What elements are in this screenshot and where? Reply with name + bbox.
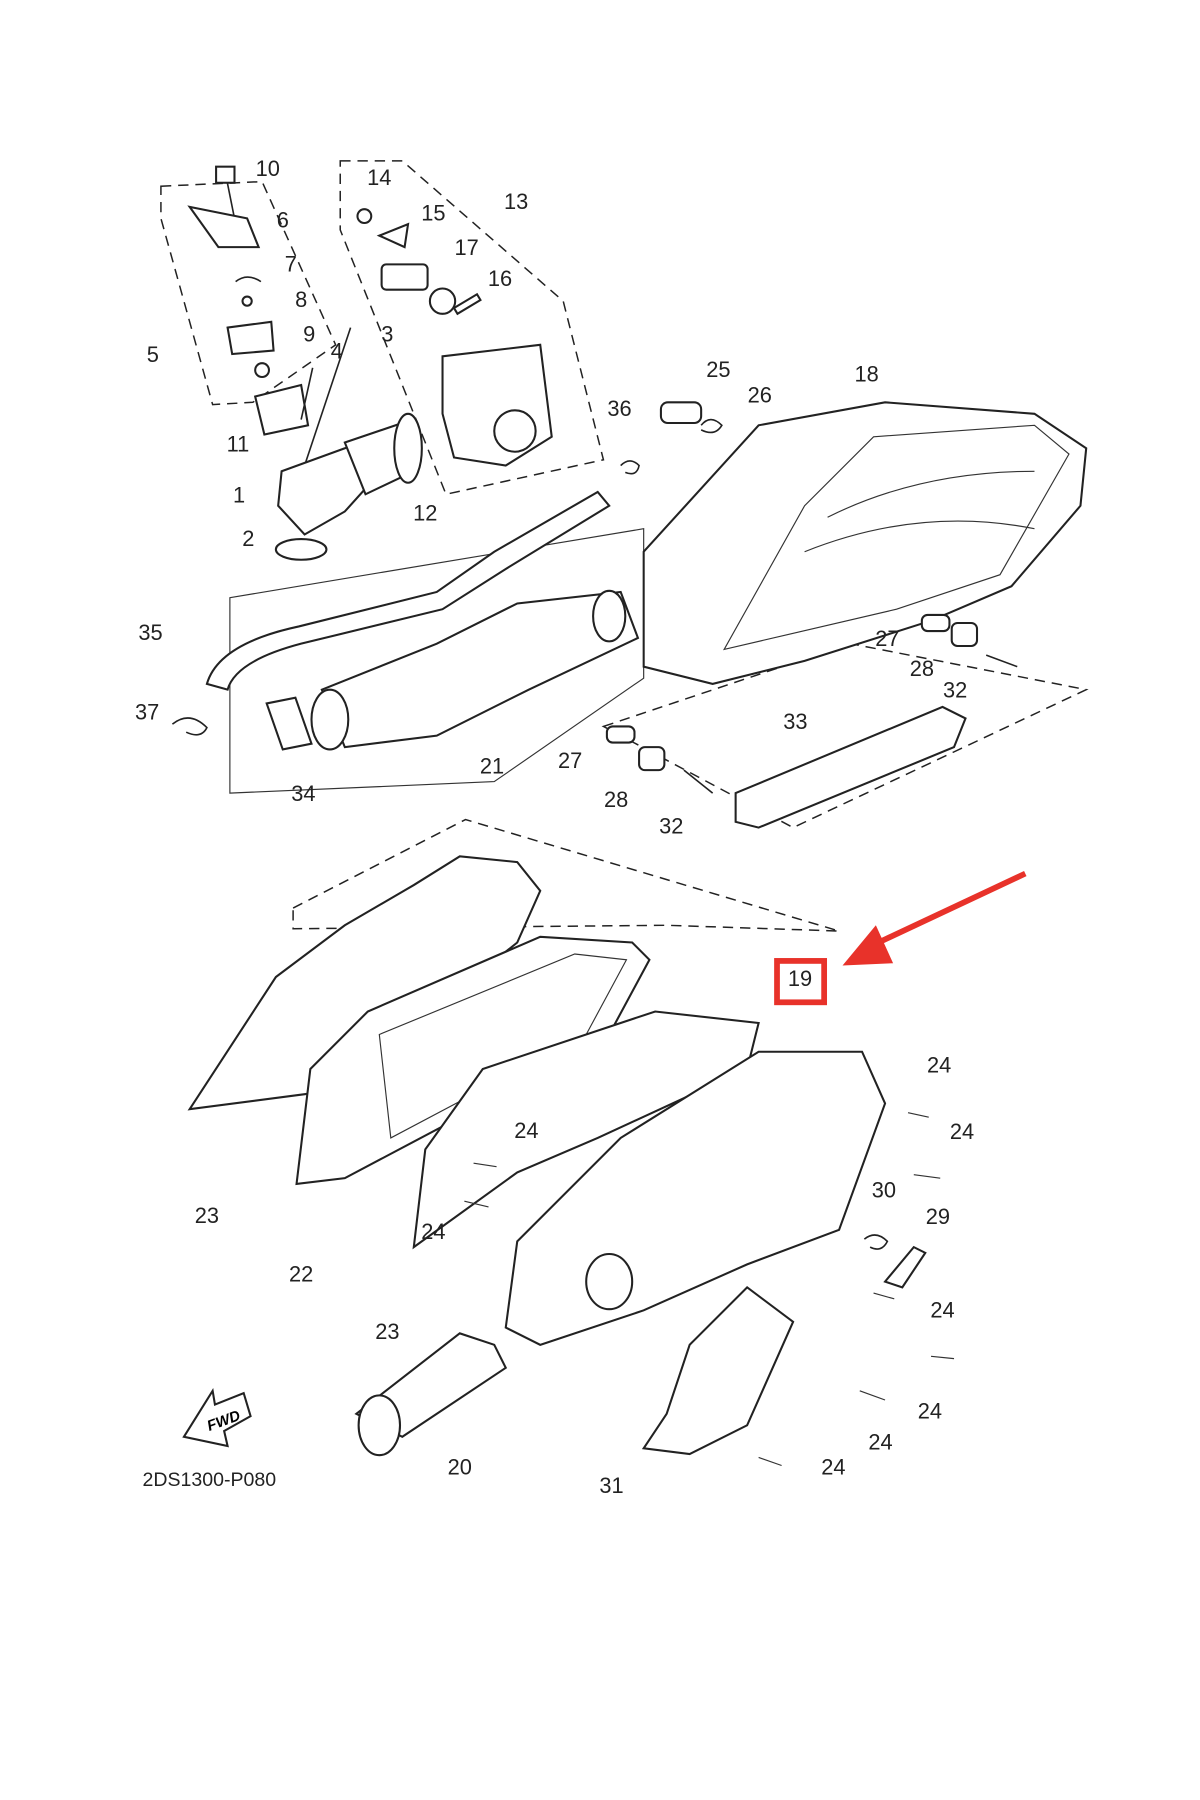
part-label: 1 (233, 482, 245, 507)
part-label: 24 (868, 1429, 892, 1454)
part-label: 29 (926, 1204, 950, 1229)
part-label: 34 (291, 781, 315, 806)
part-label: 10 (256, 156, 280, 181)
highlight-box (774, 958, 828, 1006)
part-label: 3 (381, 321, 393, 346)
airbox-group-box (601, 642, 1089, 829)
injector-assembly-box (160, 180, 337, 406)
part-label-highlighted: 19 (788, 966, 812, 991)
part-label: 24 (927, 1052, 951, 1077)
part-label: 13 (504, 189, 528, 214)
part-label: 23 (375, 1319, 399, 1344)
part-label: 27 (558, 748, 582, 773)
part-label: 33 (783, 709, 807, 734)
part-label: 11 (227, 432, 250, 457)
part-labels: 10 6 7 8 9 5 4 3 11 1 2 14 15 13 17 16 1… (135, 156, 974, 1498)
part-label: 2 (242, 526, 254, 551)
fwd-arrow-icon: FWD (182, 1387, 252, 1448)
part-label: 21 (480, 754, 504, 779)
part-label: 15 (421, 201, 445, 226)
part-label: 24 (918, 1398, 942, 1423)
part-label: 23 (195, 1203, 219, 1228)
part-label: 27 (875, 626, 899, 651)
part-label: 12 (413, 501, 437, 526)
part-label: 37 (135, 700, 159, 725)
part-label: 31 (599, 1473, 623, 1498)
diagram-code: 2DS1300-P080 (143, 1469, 277, 1491)
part-label: 22 (289, 1262, 313, 1287)
red-arrow-head (842, 925, 894, 966)
part-label: 9 (303, 321, 315, 346)
part-label: 24 (421, 1219, 445, 1244)
airbox-cover-18 (605, 401, 1088, 829)
part-label: 32 (943, 678, 967, 703)
part-label: 5 (147, 342, 159, 367)
part-label: 16 (488, 266, 512, 291)
injector-parts (187, 165, 415, 561)
filter-group-box (292, 818, 840, 932)
part-label: 18 (855, 362, 879, 387)
throttle-body-parts (356, 208, 553, 484)
airbox-case-19 (354, 1050, 955, 1467)
part-label: 25 (706, 357, 730, 382)
part-label: 4 (331, 339, 343, 364)
part-label: 28 (910, 656, 934, 681)
red-arrow-shaft (872, 870, 1027, 948)
part-label: 28 (604, 787, 628, 812)
part-label: 30 (872, 1178, 896, 1203)
part-label: 6 (277, 208, 289, 233)
part-label: 7 (285, 251, 297, 276)
part-label: 17 (455, 235, 479, 260)
part-label: 36 (607, 396, 631, 421)
part-label: 24 (821, 1455, 845, 1480)
part-label: 20 (448, 1455, 472, 1480)
part-label: 26 (748, 382, 772, 407)
part-label: 24 (514, 1118, 538, 1143)
part-label: 8 (295, 287, 307, 312)
part-label: 24 (950, 1119, 974, 1144)
filter-parts (187, 855, 760, 1250)
intake-parts (171, 460, 640, 751)
intake-group-box (229, 528, 645, 794)
part-label: 35 (138, 620, 162, 645)
part-label: 32 (659, 813, 683, 838)
throttle-body-assembly-box (339, 160, 605, 496)
part-label: 14 (367, 165, 391, 190)
part-label: 24 (930, 1297, 954, 1322)
